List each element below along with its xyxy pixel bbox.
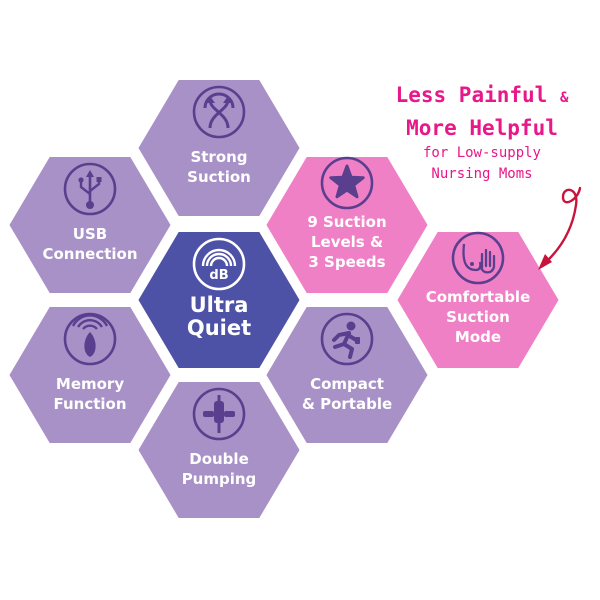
suction-arrows-icon (203, 92, 235, 129)
callout-text: Less Painful & More Helpful for Low-supp… (372, 80, 592, 185)
star-icon-ring (320, 156, 374, 210)
hex-suction-levels-label-1: Levels & (311, 233, 383, 251)
star-icon (329, 164, 365, 199)
callout-line-4: Nursing Moms (431, 166, 533, 182)
hex-memory-function-shape (3, 301, 177, 449)
hex-suction-levels-label-0: 9 Suction (307, 213, 386, 231)
hex-memory-function-label-0: Memory (56, 375, 124, 393)
hex-compact-portable-shape (260, 301, 434, 449)
hex-memory-function-label-1: Function (53, 395, 126, 413)
hex-compact-portable-label-0: Compact (310, 375, 384, 393)
hex-strong-suction-shape (132, 74, 306, 222)
breast-hand-icon (462, 243, 496, 274)
hex-usb-connection-label-1: Connection (42, 245, 137, 263)
double-pump-icon-ring (192, 387, 246, 441)
hex-strong-suction-label-1: Suction (187, 168, 251, 186)
hex-compact-portable: Compact & Portable (260, 301, 434, 449)
suction-arrows-icon-ring (192, 85, 246, 139)
hex-comfortable-mode-label-2: Mode (455, 328, 501, 346)
hex-ultra-quiet-label-1: Quiet (187, 316, 251, 340)
callout-ampersand: & (559, 90, 569, 106)
hex-comfortable-mode-label-1: Suction (446, 308, 510, 326)
hex-strong-suction-label-0: Strong (190, 148, 247, 166)
hex-ultra-quiet-shape (132, 226, 306, 374)
hex-suction-levels-label-2: 3 Speeds (308, 253, 385, 271)
callout-line-3: for Low-supply (422, 145, 541, 161)
decibel-icon-ring (192, 237, 246, 291)
callout-line-2: More Helpful (406, 116, 558, 140)
hex-usb-connection-shape (3, 151, 177, 299)
hex-double-pumping-label-0: Double (189, 450, 249, 468)
curly-arrow (544, 186, 582, 264)
double-pump-icon (203, 395, 235, 433)
hex-double-pumping-shape (132, 376, 306, 524)
hex-compact-portable-label-1: & Portable (302, 395, 392, 413)
hex-usb-connection-label-0: USB (73, 225, 107, 243)
hex-double-pumping-label-1: Pumping (182, 470, 257, 488)
callout-line-1: Less Painful (395, 83, 548, 107)
hex-comfortable-mode-shape (391, 226, 565, 374)
breast-hand-icon-ring (451, 231, 505, 285)
memory-signal-icon-ring (63, 312, 117, 366)
decibel-label: dB (209, 268, 228, 283)
hex-suction-levels-shape (260, 151, 434, 299)
hex-usb-connection: USB Connection (3, 151, 177, 299)
decibel-icon: dB (201, 248, 237, 283)
usb-icon-ring (63, 162, 117, 216)
hex-ultra-quiet-label-0: Ultra (190, 293, 249, 317)
curly-arrow-head (538, 254, 552, 270)
running-person-icon-ring (320, 312, 374, 366)
running-person-icon (332, 321, 360, 359)
memory-signal-icon (71, 314, 109, 357)
usb-icon (78, 170, 102, 209)
hex-comfortable-mode-label-0: Comfortable (426, 288, 531, 306)
